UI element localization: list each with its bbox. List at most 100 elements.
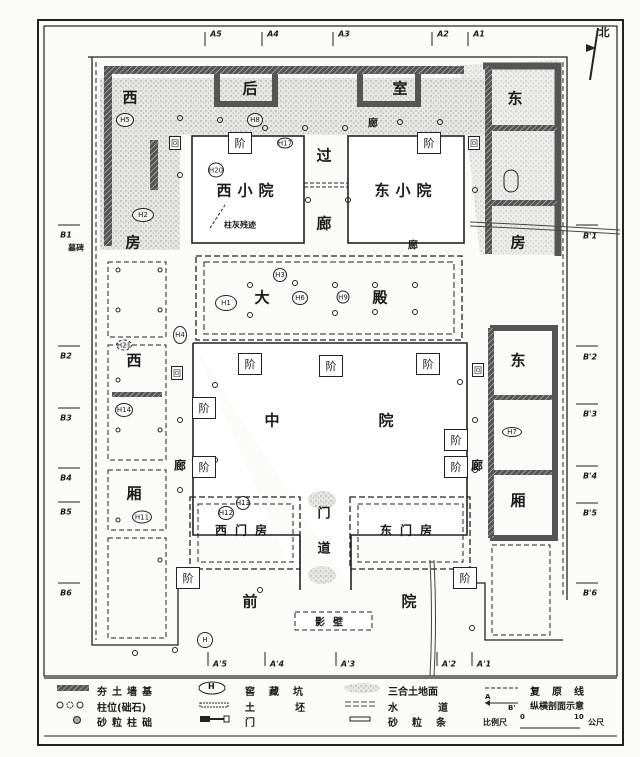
room-label-front-2: 院 xyxy=(401,592,417,611)
room-label-gate-1: 门 xyxy=(317,506,331,522)
room-label-hall-2: 殿 xyxy=(372,288,388,307)
room-label-west-wing-2: 厢 xyxy=(126,484,142,503)
section-a3-prime: A'3 xyxy=(340,659,356,669)
section-a5-prime: A'5 xyxy=(212,659,228,669)
section-b2-prime: B'2 xyxy=(582,352,598,362)
pit-h12: H12 xyxy=(218,506,234,520)
room-label-east-room: 房 xyxy=(510,233,526,252)
legend-water: 水道 xyxy=(388,703,488,714)
step: 阶 xyxy=(417,132,441,154)
room-label-passage-1: 过 xyxy=(316,146,332,165)
legend-pit: 窖藏坑 xyxy=(245,687,317,698)
step: 阶 xyxy=(192,456,216,478)
legend-section-sym-b: B' xyxy=(508,704,516,712)
pillar-remains-note: 柱灰残迹 xyxy=(224,220,256,230)
rammed-floor-area xyxy=(100,78,490,250)
room-label-front-1: 前 xyxy=(242,592,258,611)
section-a3: A3 xyxy=(338,29,350,39)
pit-h21: H21 xyxy=(116,339,132,351)
step: 阶 xyxy=(444,429,468,451)
section-b4: B4 xyxy=(60,473,72,483)
room-label-hall-1: 大 xyxy=(254,288,270,307)
pit-h14: H14 xyxy=(115,403,133,417)
legend-scale-0: 0 xyxy=(520,713,525,721)
pit-h17: H17 xyxy=(277,137,293,149)
legend-floor: 三合土地面 xyxy=(388,687,438,698)
room-label-west-gatehouse: 西门房 xyxy=(214,523,276,538)
small-step: 回 xyxy=(468,136,480,150)
section-a2-prime: A'2 xyxy=(441,659,457,669)
section-b4-prime: B'4 xyxy=(582,471,598,481)
legend-scale-label: 比例尺 xyxy=(483,718,507,727)
step: 阶 xyxy=(176,567,200,589)
room-label-east-wing-1: 东 xyxy=(510,351,526,370)
room-label-middle-2: 院 xyxy=(378,411,394,430)
room-label-west-wing-1: 西 xyxy=(126,351,142,370)
step: 阶 xyxy=(416,353,440,375)
section-a5: A5 xyxy=(210,29,222,39)
room-label-rear-1: 后 xyxy=(242,79,258,98)
step: 阶 xyxy=(444,456,468,478)
section-b1: B1 xyxy=(60,230,72,240)
room-label-passage-2: 廊 xyxy=(316,214,332,233)
pit-h9: H9 xyxy=(336,290,350,304)
pit-h11: H11 xyxy=(132,510,152,524)
legend-sand-strip: 砂粒条 xyxy=(388,718,460,729)
pit-h6: H6 xyxy=(292,291,308,305)
pit-h20: H20 xyxy=(208,162,224,178)
section-a1: A1 xyxy=(473,29,485,39)
step: 阶 xyxy=(453,567,477,589)
room-label-east-small-yard: 东小院 xyxy=(374,181,438,200)
section-b3: B3 xyxy=(60,413,72,423)
section-b6-prime: B'6 xyxy=(582,588,598,598)
step: 阶 xyxy=(238,353,262,375)
screen-wall xyxy=(294,611,373,631)
legend-section: 纵横剖面示意 xyxy=(530,702,585,712)
compass-arrow-icon xyxy=(586,27,599,81)
section-a1-prime: A'1 xyxy=(476,659,492,669)
pit-h: H xyxy=(197,632,213,648)
room-label-middle-1: 中 xyxy=(264,411,280,430)
east-gatehouse xyxy=(349,496,471,570)
pit-h13: H13 xyxy=(236,496,250,510)
section-a2: A2 xyxy=(437,29,449,39)
north-label: 北 xyxy=(598,26,610,39)
section-b6: B6 xyxy=(60,588,72,598)
legend-pillar: 柱位(础石) xyxy=(97,703,147,714)
tomb-note: 墓碑 xyxy=(68,243,84,253)
small-step: 回 xyxy=(472,363,484,377)
pit-h3: H3 xyxy=(273,268,287,282)
step: 阶 xyxy=(192,397,216,419)
east-small-yard xyxy=(347,135,465,244)
section-a4-prime: A'4 xyxy=(269,659,285,669)
section-a4: A4 xyxy=(267,29,279,39)
room-label-corridor-e: 廊 xyxy=(408,240,418,252)
room-label-west-nw: 西 xyxy=(122,88,138,107)
map-frame xyxy=(43,25,618,677)
pit-h5: H5 xyxy=(116,113,134,127)
outer-frame xyxy=(37,19,624,746)
room-label-corridor: 廊 xyxy=(368,118,378,130)
room-label-east-gatehouse: 东门房 xyxy=(379,523,441,538)
great-hall xyxy=(195,255,463,341)
legend-door: 门 xyxy=(245,718,255,729)
pit-h8: H8 xyxy=(247,113,263,127)
legend-restored: 复原线 xyxy=(530,687,596,698)
room-label-gate-2: 道 xyxy=(317,541,331,557)
section-b5: B5 xyxy=(60,507,72,517)
pit-h4: H4 xyxy=(173,326,187,344)
legend-pit-symbol: H xyxy=(208,682,215,691)
legend-symbols xyxy=(56,681,580,729)
legend-section-sym-a: A xyxy=(485,693,491,701)
room-label-corridor-e2: 廊 xyxy=(470,458,484,473)
legend-sand-pillar: 砂粒柱础 xyxy=(97,718,157,729)
small-step: 回 xyxy=(171,366,183,380)
room-label-west-room: 房 xyxy=(125,233,141,252)
section-b3-prime: B'3 xyxy=(582,409,598,419)
section-b5-prime: B'5 xyxy=(582,508,598,518)
step: 阶 xyxy=(319,355,343,377)
section-b2: B2 xyxy=(60,351,72,361)
room-label-west-small-yard: 西小院 xyxy=(216,181,280,200)
